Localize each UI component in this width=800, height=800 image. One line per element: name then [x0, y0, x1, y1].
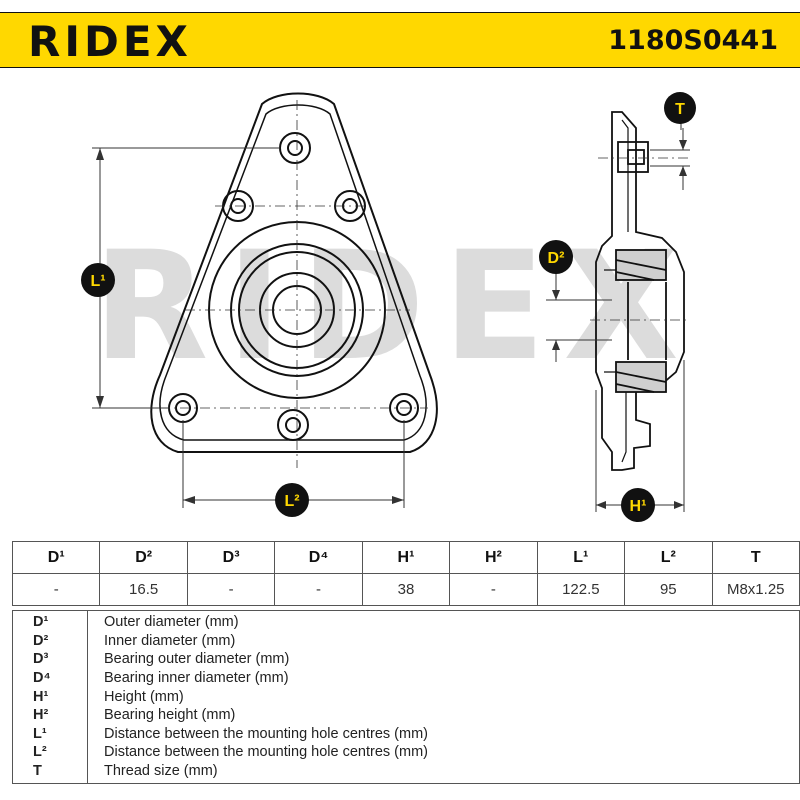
- label-l2-badge: [275, 483, 309, 517]
- part-number: 1180S0441: [608, 25, 778, 56]
- legend-desc: Thread size (mm): [87, 761, 800, 785]
- spec-header-row: D¹ D² D³ D⁴ H¹ H² L¹ L² T: [11, 541, 800, 574]
- legend-code: L²: [12, 743, 88, 762]
- legend-code: H²: [12, 705, 88, 725]
- label-t-badge: [664, 92, 696, 124]
- spec-header: D²: [99, 541, 188, 574]
- legend-desc: Outer diameter (mm): [87, 609, 800, 632]
- spec-header: L²: [624, 541, 713, 574]
- spec-header: D⁴: [274, 541, 363, 574]
- spec-value: -: [186, 573, 276, 606]
- technical-drawing: RIDEX L¹ L²: [81, 92, 697, 522]
- legend-code: T: [12, 761, 88, 785]
- spec-header: L¹: [536, 541, 626, 574]
- legend-desc: Bearing height (mm): [87, 705, 800, 725]
- spec-table: D¹ D² D³ D⁴ H¹ H² L¹ L² T - 16.5 - - 38 …: [11, 541, 800, 606]
- legend-desc: Inner diameter (mm): [87, 631, 800, 651]
- legend-code: D³: [12, 650, 88, 669]
- label-d2-badge: [539, 240, 573, 274]
- spec-value: 95: [624, 573, 713, 606]
- spec-header: H¹: [361, 541, 451, 574]
- label-d2: D²: [548, 250, 565, 267]
- spec-value: 38: [361, 573, 451, 606]
- label-l2: L²: [284, 493, 299, 510]
- spec-value: M8x1.25: [711, 573, 800, 606]
- legend-desc: Bearing inner diameter (mm): [87, 668, 800, 688]
- header-bar: RIDEX 1180S0441: [0, 12, 800, 68]
- label-h1-badge: [621, 488, 655, 522]
- spec-value: -: [11, 573, 101, 606]
- spec-value: -: [449, 573, 538, 606]
- label-l1: L¹: [90, 273, 105, 290]
- spec-header: H²: [449, 541, 538, 574]
- legend-code: D²: [12, 631, 88, 651]
- legend-desc: Distance between the mounting hole centr…: [87, 724, 800, 744]
- legend-desc: Distance between the mounting hole centr…: [87, 743, 800, 762]
- legend-code: H¹: [12, 687, 88, 706]
- spec-header: D³: [186, 541, 276, 574]
- label-t: T: [675, 101, 685, 118]
- spec-value-row: - 16.5 - - 38 - 122.5 95 M8x1.25: [11, 573, 800, 606]
- spec-value: 16.5: [99, 573, 188, 606]
- legend-code: D⁴: [12, 668, 88, 688]
- watermark: RIDEX: [93, 220, 697, 394]
- legend-code: D¹: [12, 609, 88, 632]
- label-h1: H¹: [630, 498, 647, 515]
- spec-value: -: [274, 573, 363, 606]
- spec-header: D¹: [11, 541, 101, 574]
- legend-desc: Bearing outer diameter (mm): [87, 650, 800, 669]
- legend-code: L¹: [12, 724, 88, 744]
- label-l1-badge: [81, 263, 115, 297]
- side-view: [595, 111, 685, 471]
- brand-logo: RIDEX: [28, 17, 192, 66]
- legend-desc: Height (mm): [87, 687, 800, 706]
- spec-header: T: [711, 541, 800, 574]
- spec-value: 122.5: [536, 573, 626, 606]
